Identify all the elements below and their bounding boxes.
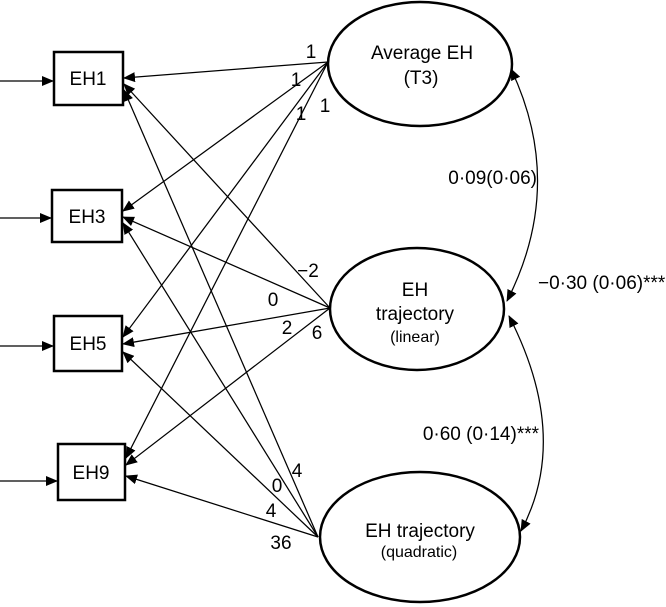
loading-values-linear: −2 0 2 6 — [268, 261, 323, 344]
loading-value-quadratic-eh9: 36 — [270, 533, 291, 554]
latent-labels: Average EH (T3) EH trajectory (linear) E… — [365, 43, 475, 561]
loading-path-quadratic-eh3 — [122, 222, 319, 538]
observed-box-eh9 — [56, 442, 127, 502]
loading-path-linear-eh1 — [123, 83, 331, 309]
loading-value-quadratic-eh5: 4 — [266, 501, 277, 522]
loading-paths-quadratic — [122, 89, 319, 538]
loading-value-average-eh5: 1 — [296, 104, 307, 125]
loading-value-average-eh9: 1 — [320, 96, 331, 117]
residual-arrows — [0, 76, 58, 486]
latent-label-quadratic-line2: (quadratic) — [381, 544, 457, 561]
covariance-label-linear-quadratic: 0·60 (0·14)*** — [423, 424, 540, 445]
loading-value-average-eh1: 1 — [306, 42, 317, 63]
loading-value-quadratic-eh1: 4 — [292, 461, 303, 482]
observed-box-eh5 — [52, 314, 124, 373]
loading-path-average-eh9 — [125, 61, 329, 459]
loading-path-average-eh5 — [122, 61, 329, 338]
latent-ellipse-average — [326, 0, 514, 128]
covariance-curve-linear-quadratic — [508, 315, 544, 532]
latent-label-average-line2: (T3) — [404, 68, 439, 89]
covariance-curves — [506, 68, 544, 532]
latent-ellipses — [318, 0, 522, 604]
latent-ellipse-linear — [328, 246, 506, 372]
observed-label-eh5: EH5 — [70, 334, 107, 355]
observed-box-eh1 — [52, 50, 125, 107]
covariance-label-average-linear: 0·09(0·06) — [448, 168, 537, 189]
latent-label-quadratic-line1: EH trajectory — [365, 521, 475, 542]
loading-path-average-eh1 — [123, 61, 329, 83]
loading-path-quadratic-eh5 — [122, 351, 319, 538]
latent-label-linear-line3: (linear) — [390, 329, 440, 346]
loading-path-quadratic-eh1 — [123, 89, 319, 538]
loading-value-linear-eh1: −2 — [297, 261, 319, 282]
loading-path-linear-eh9 — [125, 307, 331, 466]
loading-value-linear-eh9: 6 — [312, 323, 323, 344]
loading-value-average-eh3: 1 — [291, 70, 302, 91]
observed-boxes — [50, 50, 127, 502]
loading-paths-average — [122, 61, 329, 459]
covariance-labels: 0·09(0·06) −0·30 (0·06)*** 0·60 (0·14)**… — [423, 168, 666, 445]
observed-box-eh3 — [50, 188, 124, 244]
latent-label-linear-line1: EH — [402, 280, 428, 301]
latent-ellipse-quadratic — [318, 470, 522, 604]
observed-label-eh1: EH1 — [70, 69, 107, 90]
loading-path-quadratic-eh9 — [125, 474, 319, 538]
loading-value-linear-eh5: 2 — [282, 318, 293, 339]
observed-label-eh3: EH3 — [69, 207, 106, 228]
observed-label-eh9: EH9 — [73, 463, 110, 484]
latent-label-linear-line2: trajectory — [376, 304, 455, 325]
loading-path-linear-eh3 — [122, 216, 331, 309]
loading-value-quadratic-eh3: 0 — [272, 476, 283, 497]
latent-label-average-line1: Average EH — [371, 43, 473, 64]
observed-labels: EH1 EH3 EH5 EH9 — [69, 69, 110, 484]
covariance-label-middle-right: −0·30 (0·06)*** — [538, 273, 666, 294]
loading-values-quadratic: 4 0 4 36 — [266, 461, 303, 554]
loading-values-average: 1 1 1 1 — [291, 42, 331, 125]
loading-value-linear-eh3: 0 — [268, 290, 279, 311]
loading-path-average-eh3 — [122, 61, 329, 212]
covariance-curve-average-linear — [506, 68, 539, 302]
